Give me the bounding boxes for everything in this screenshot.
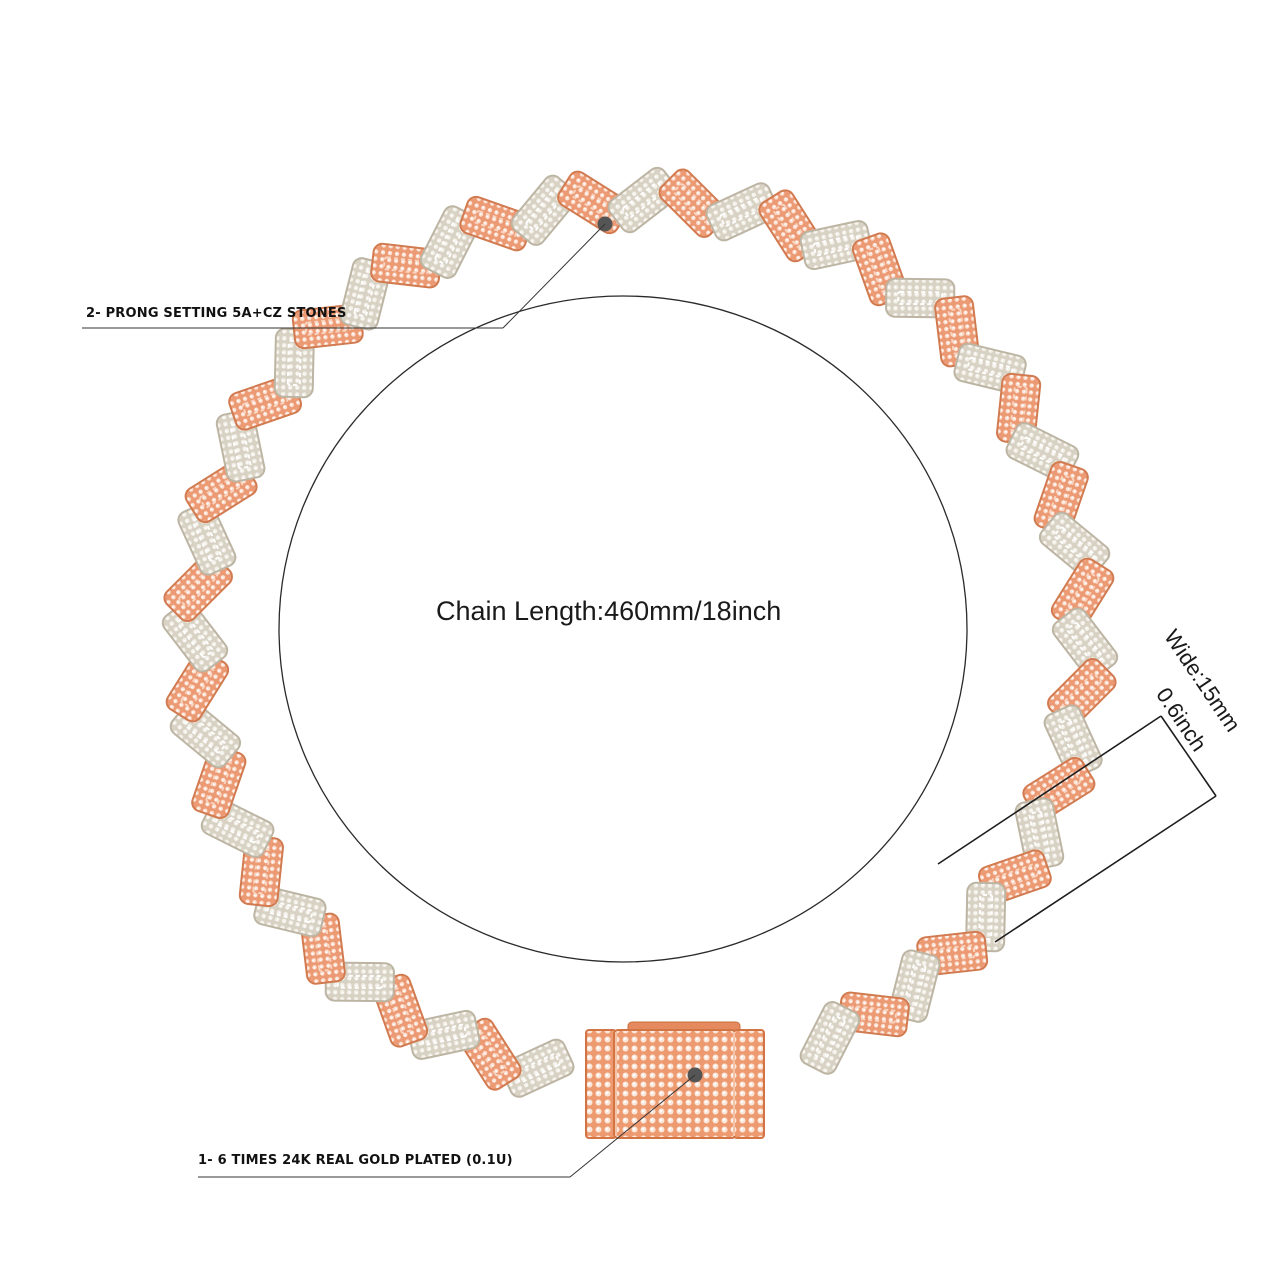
gold-plated-label: 1- 6 TIMES 24K REAL GOLD PLATED (0.1U) xyxy=(198,1153,513,1168)
link-stone-row xyxy=(472,1032,507,1077)
link-stone-row xyxy=(386,987,414,1034)
link-stone-row xyxy=(866,246,894,293)
chain-length-ring xyxy=(278,295,968,963)
gold-callout xyxy=(198,1067,703,1178)
width-dimension xyxy=(937,715,1217,943)
link-stone-row xyxy=(286,339,302,387)
link-stone-row xyxy=(571,185,616,220)
prong-setting-label: 2- PRONG SETTING 5A+CZ STONES xyxy=(86,306,347,321)
link-stone-row xyxy=(902,962,927,1010)
link-stone-row xyxy=(719,196,766,227)
link-stone-row xyxy=(814,1015,846,1061)
link-stone-row xyxy=(353,270,378,318)
link-stone-row xyxy=(773,203,808,248)
link-stone-row xyxy=(928,944,976,963)
link-stone-row xyxy=(241,389,289,417)
link-stone-row xyxy=(180,663,215,708)
link-stone-row xyxy=(673,183,714,224)
chain-link xyxy=(799,1001,861,1075)
link-stone-row xyxy=(966,356,1014,380)
link-stone-row xyxy=(622,181,665,219)
link-stone-row xyxy=(1047,474,1075,522)
link-stone-row xyxy=(1061,672,1102,713)
chain-length-label: Chain Length:460mm/18inch xyxy=(436,596,782,626)
link-stone-row xyxy=(514,1053,561,1084)
link-stone-row xyxy=(850,1005,898,1024)
link-stone-row xyxy=(191,515,222,562)
link-stone-row xyxy=(214,812,261,844)
link-stone-row xyxy=(897,290,944,306)
link-stone-row xyxy=(991,863,1039,891)
chain-links xyxy=(161,166,1119,1098)
link-stone-row xyxy=(252,847,271,895)
link-stone-row xyxy=(304,317,352,336)
link-stone-row xyxy=(336,974,383,990)
link-stone-row xyxy=(812,233,860,257)
link-stone-row xyxy=(1065,572,1100,617)
link-stone-row xyxy=(1053,526,1096,565)
link-stone-row xyxy=(229,422,252,470)
link-stone-row xyxy=(1019,436,1066,468)
link-stone-row xyxy=(382,256,430,275)
link-stone-row xyxy=(266,900,314,924)
link-stone-row xyxy=(184,715,227,754)
box-clasp xyxy=(585,1021,765,1139)
link-stone-row xyxy=(434,219,466,265)
link-stone-row xyxy=(1009,385,1028,433)
link-stone-row xyxy=(1028,810,1051,858)
prong-callout xyxy=(82,216,613,329)
link-stone-row xyxy=(947,307,967,355)
link-stone-row xyxy=(525,189,564,232)
link-stone-row xyxy=(978,893,994,941)
link-stone-row xyxy=(313,925,333,973)
link-stone-row xyxy=(205,758,233,806)
link-stone-row xyxy=(178,567,219,608)
link-stone-row xyxy=(473,210,520,238)
link-stone-row xyxy=(176,615,214,658)
link-stone-row xyxy=(199,474,244,509)
link-stone-row xyxy=(1036,771,1081,806)
link-stone-row xyxy=(1066,622,1104,665)
link-stone-row xyxy=(420,1023,468,1047)
link-stone-row xyxy=(1058,718,1089,765)
